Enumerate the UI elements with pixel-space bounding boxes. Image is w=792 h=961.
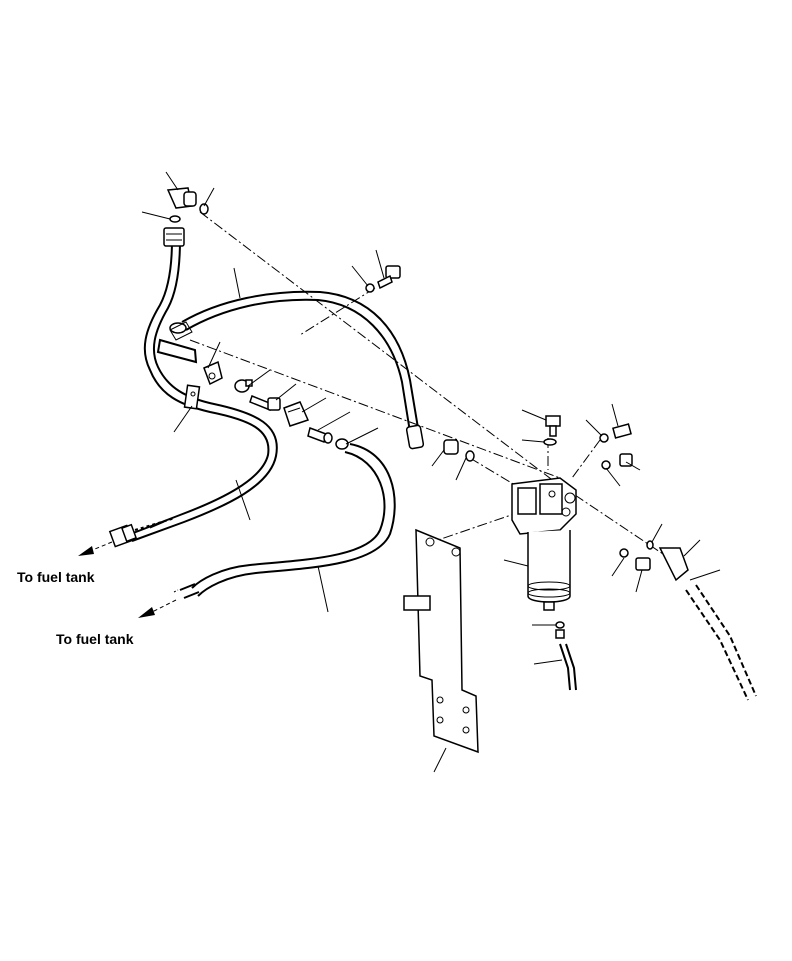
bolt-filter-right — [599, 423, 633, 470]
clamp-small — [203, 360, 223, 386]
hose-clamp-2 — [335, 438, 349, 450]
short-elbow-hose — [156, 321, 198, 364]
leader-lines — [141, 171, 721, 773]
fuel-hose-right — [685, 584, 757, 701]
arrow-to-fuel-tank-upper — [78, 541, 113, 556]
arrow-to-fuel-tank-lower — [138, 599, 177, 618]
bolt-filter-top — [543, 415, 561, 446]
fuel-hose-upper — [127, 239, 278, 542]
alignment-lines — [189, 211, 673, 561]
hose-bracket-clip — [183, 384, 201, 410]
hose-clamp-1 — [234, 379, 253, 393]
label-to-fuel-tank-upper: To fuel tank — [17, 569, 95, 585]
drain-fitting — [555, 621, 565, 639]
elbow-fitting-right — [619, 540, 689, 582]
connector-pipe — [249, 395, 281, 411]
fitting-left-filter — [443, 439, 475, 462]
filter-mounting-bracket — [403, 528, 479, 754]
hose-end-fitting-upper — [108, 523, 138, 548]
bolt-upper — [365, 265, 401, 293]
drain-tube — [559, 643, 577, 691]
connector-pipe-2 — [307, 427, 333, 444]
fuel-hose-lower — [173, 443, 396, 599]
elbow-fitting-top — [166, 187, 209, 223]
bracket-plate-small — [283, 401, 310, 427]
hose-top-fitting — [163, 227, 185, 247]
fuel-hose-long — [181, 290, 425, 450]
label-to-fuel-tank-lower: To fuel tank — [56, 631, 134, 647]
fuel-filter-head — [511, 477, 577, 535]
fuel-filter-element — [527, 530, 571, 611]
